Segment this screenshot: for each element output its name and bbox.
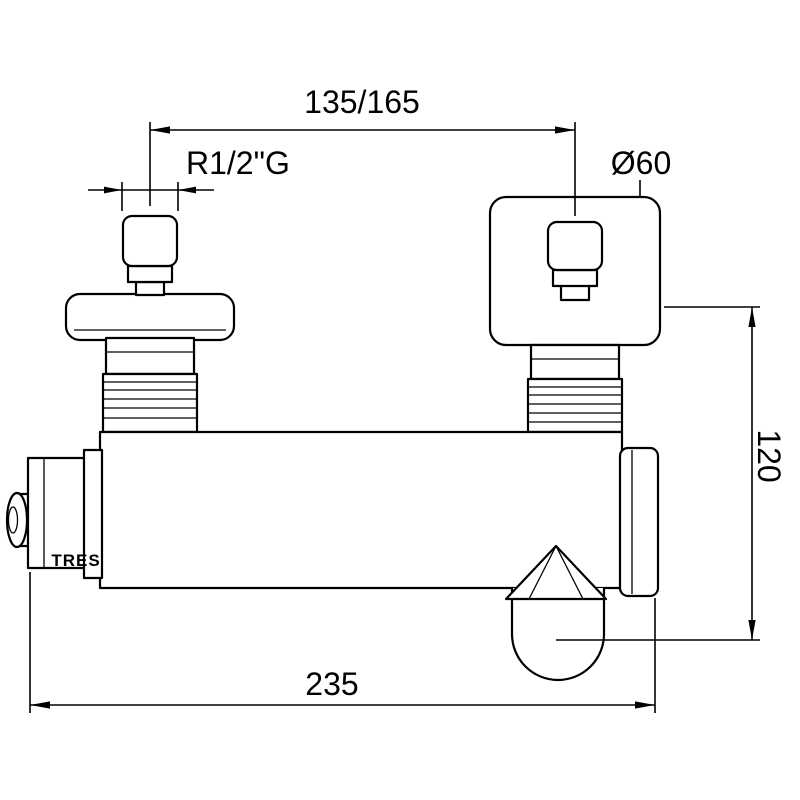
outlet-assembly (504, 544, 608, 682)
dimension-label-overall-width: 235 (305, 666, 358, 702)
left-locknut-block (101, 372, 199, 434)
brand-logo: TRES (51, 551, 100, 570)
left-inlet-stem (134, 280, 166, 297)
arrowhead (30, 701, 50, 709)
dimension-overall-width: 235 (29, 572, 656, 713)
arrowhead (555, 126, 575, 134)
dimension-label-escutcheon: Ø60 (611, 145, 671, 181)
shower-mixer: TRES (5, 195, 662, 682)
left-connection-nut (121, 214, 179, 268)
arrowhead (748, 620, 756, 640)
outlet-cone-facet-line (555, 545, 584, 600)
end-cap (618, 446, 660, 598)
end-cap-assembly (618, 446, 660, 598)
left-escutcheon-plate (64, 292, 236, 342)
handle-flange (82, 448, 104, 580)
dimension-label-outlet-drop: 120 (751, 429, 787, 482)
arrowhead (178, 186, 196, 194)
outlet-cone-facet-line (528, 545, 557, 600)
outlet-cup (510, 588, 606, 682)
handle-assembly: TRES (5, 448, 104, 580)
dimension-label-thread: R1/2"G (186, 145, 290, 181)
left-inlet-cylinder (104, 336, 196, 376)
right-inlet-assembly (488, 195, 662, 434)
dimension-escutcheon: Ø60 (611, 145, 671, 198)
right-connection-nut-base (551, 268, 599, 288)
arrowhead (104, 186, 122, 194)
dimension-thread: R1/2"G (88, 145, 290, 211)
right-connection-nut (546, 220, 604, 272)
left-inlet-assembly (64, 214, 236, 434)
outlet-cone (504, 544, 608, 601)
dimension-label-inlet-spacing: 135/165 (304, 84, 420, 120)
right-inlet-cylinder (529, 343, 621, 381)
arrowhead (748, 307, 756, 327)
right-locknut-block (526, 377, 624, 434)
dimension-inlet-spacing: 135/165 (149, 84, 576, 216)
arrowhead (150, 126, 170, 134)
dimension-outlet-drop: 120 (556, 306, 787, 641)
arrowhead (635, 701, 655, 709)
right-inlet-stem (559, 283, 591, 302)
left-connection-nut-base (126, 264, 174, 284)
mixer-body (98, 430, 624, 590)
handle-end-inner-ellipse (7, 506, 19, 534)
